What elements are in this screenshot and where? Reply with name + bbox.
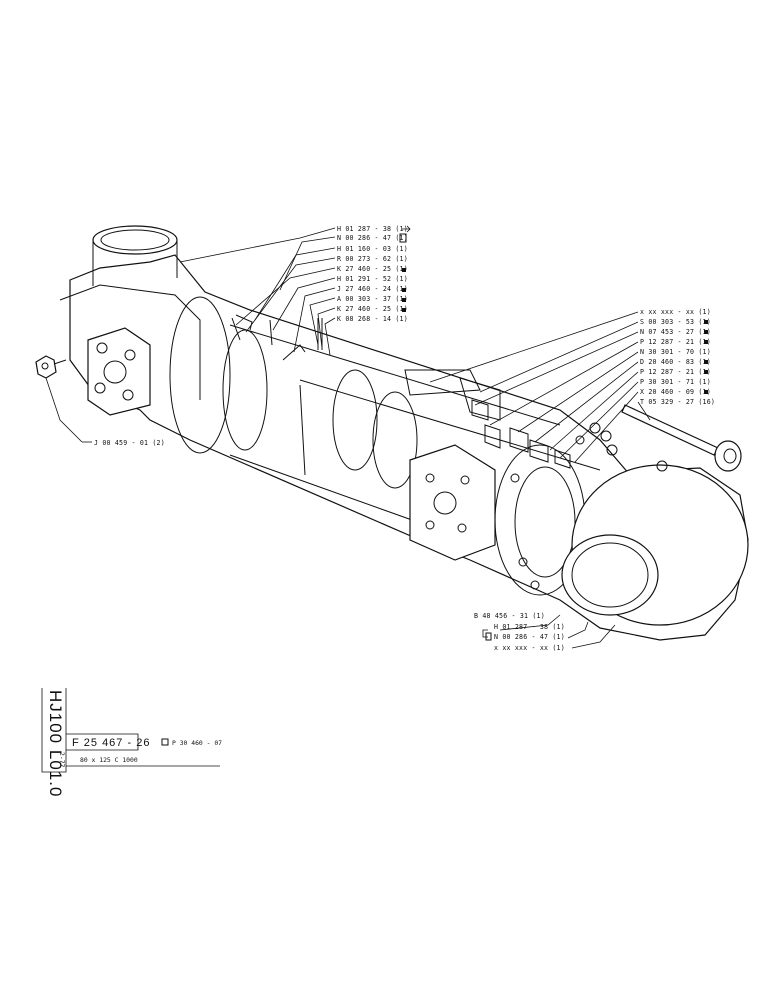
- description: 80 x 125 C 1000: [80, 756, 138, 764]
- filled-square-icon: [402, 298, 406, 302]
- filled-square-icon: [402, 268, 406, 272]
- callout-label: P 12 287 - 21 (1): [640, 368, 711, 376]
- callouts-left-group: J 00 459 - 01 (2): [82, 439, 165, 447]
- callout-label: K 27 460 - 25 (1): [337, 305, 408, 313]
- callout-label: J 00 459 - 01 (2): [94, 439, 165, 447]
- callout-label: H 01 291 - 52 (1): [337, 275, 408, 283]
- callout-label: X 20 460 - 09 (1): [640, 388, 711, 396]
- callout-label: R 00 273 - 62 (1): [337, 255, 408, 263]
- callout-label: x xx xxx - xx (1): [494, 644, 565, 652]
- filled-square-icon: [704, 330, 708, 334]
- callout-label: H 01 287 - 38 (1): [494, 623, 565, 631]
- callout-label: A 00 303 - 37 (1): [337, 295, 408, 303]
- callout-label: J 27 460 - 24 (1): [337, 285, 408, 293]
- reference-number: P 30 460 - 07: [172, 739, 222, 747]
- callout-label: H 01 287 - 38 (1): [337, 225, 408, 233]
- title-block: HJ100 L01.0 F 25 467 - 26 P 30 460 - 07 …: [41, 688, 222, 797]
- filled-square-icon: [402, 288, 406, 292]
- arrow-marker-icon: [402, 225, 411, 233]
- callout-label: P 30 301 - 71 (1): [640, 378, 711, 386]
- callout-label: T 05 329 - 27 (16): [640, 398, 715, 406]
- callout-label: B 48 456 - 31 (1): [474, 612, 545, 620]
- callout-label: N 30 301 - 70 (1): [640, 348, 711, 356]
- cylinder-drawing: [35, 225, 749, 641]
- small-code-vertical: 2-77: [58, 752, 66, 768]
- checkbox-square-icon: [161, 738, 169, 746]
- filled-square-icon: [704, 360, 708, 364]
- callout-label: H 01 160 - 03 (1): [337, 245, 408, 253]
- callout-label: K 08 268 - 14 (1): [337, 315, 408, 323]
- filled-square-icon: [704, 340, 708, 344]
- bracket-marker-icon: [399, 233, 407, 243]
- filled-square-icon: [704, 320, 708, 324]
- filled-square-icon: [704, 390, 708, 394]
- callouts-right-group: x xx xxx - xx (1) S 00 303 - 53 (1) N 07…: [640, 308, 715, 406]
- callout-label: P 12 287 - 21 (1): [640, 338, 711, 346]
- leader-lines: [45, 227, 651, 649]
- side-code-vertical: HJ100 L01.0: [46, 690, 65, 797]
- callout-label: N 07 453 - 27 (1): [640, 328, 711, 336]
- callout-label: S 00 303 - 53 (1): [640, 318, 711, 326]
- callouts-top-group: H 01 287 - 38 (1) N 00 286 - 47 (1) H 01…: [337, 225, 411, 323]
- filled-square-icon: [402, 308, 406, 312]
- callout-label: K 27 460 - 25 (1): [337, 265, 408, 273]
- callout-label: N 00 286 - 47 (1): [494, 633, 565, 641]
- callout-label: D 20 460 - 83 (1): [640, 358, 711, 366]
- callouts-bottom-group: B 48 456 - 31 (1) H 01 287 - 38 (1) N 00…: [474, 612, 565, 652]
- callout-label: N 00 286 - 47 (1): [337, 234, 408, 242]
- bracket-marker-icon: [485, 632, 492, 641]
- part-number: F 25 467 - 26: [72, 737, 150, 749]
- filled-square-icon: [704, 370, 708, 374]
- callout-label: x xx xxx - xx (1): [640, 308, 711, 316]
